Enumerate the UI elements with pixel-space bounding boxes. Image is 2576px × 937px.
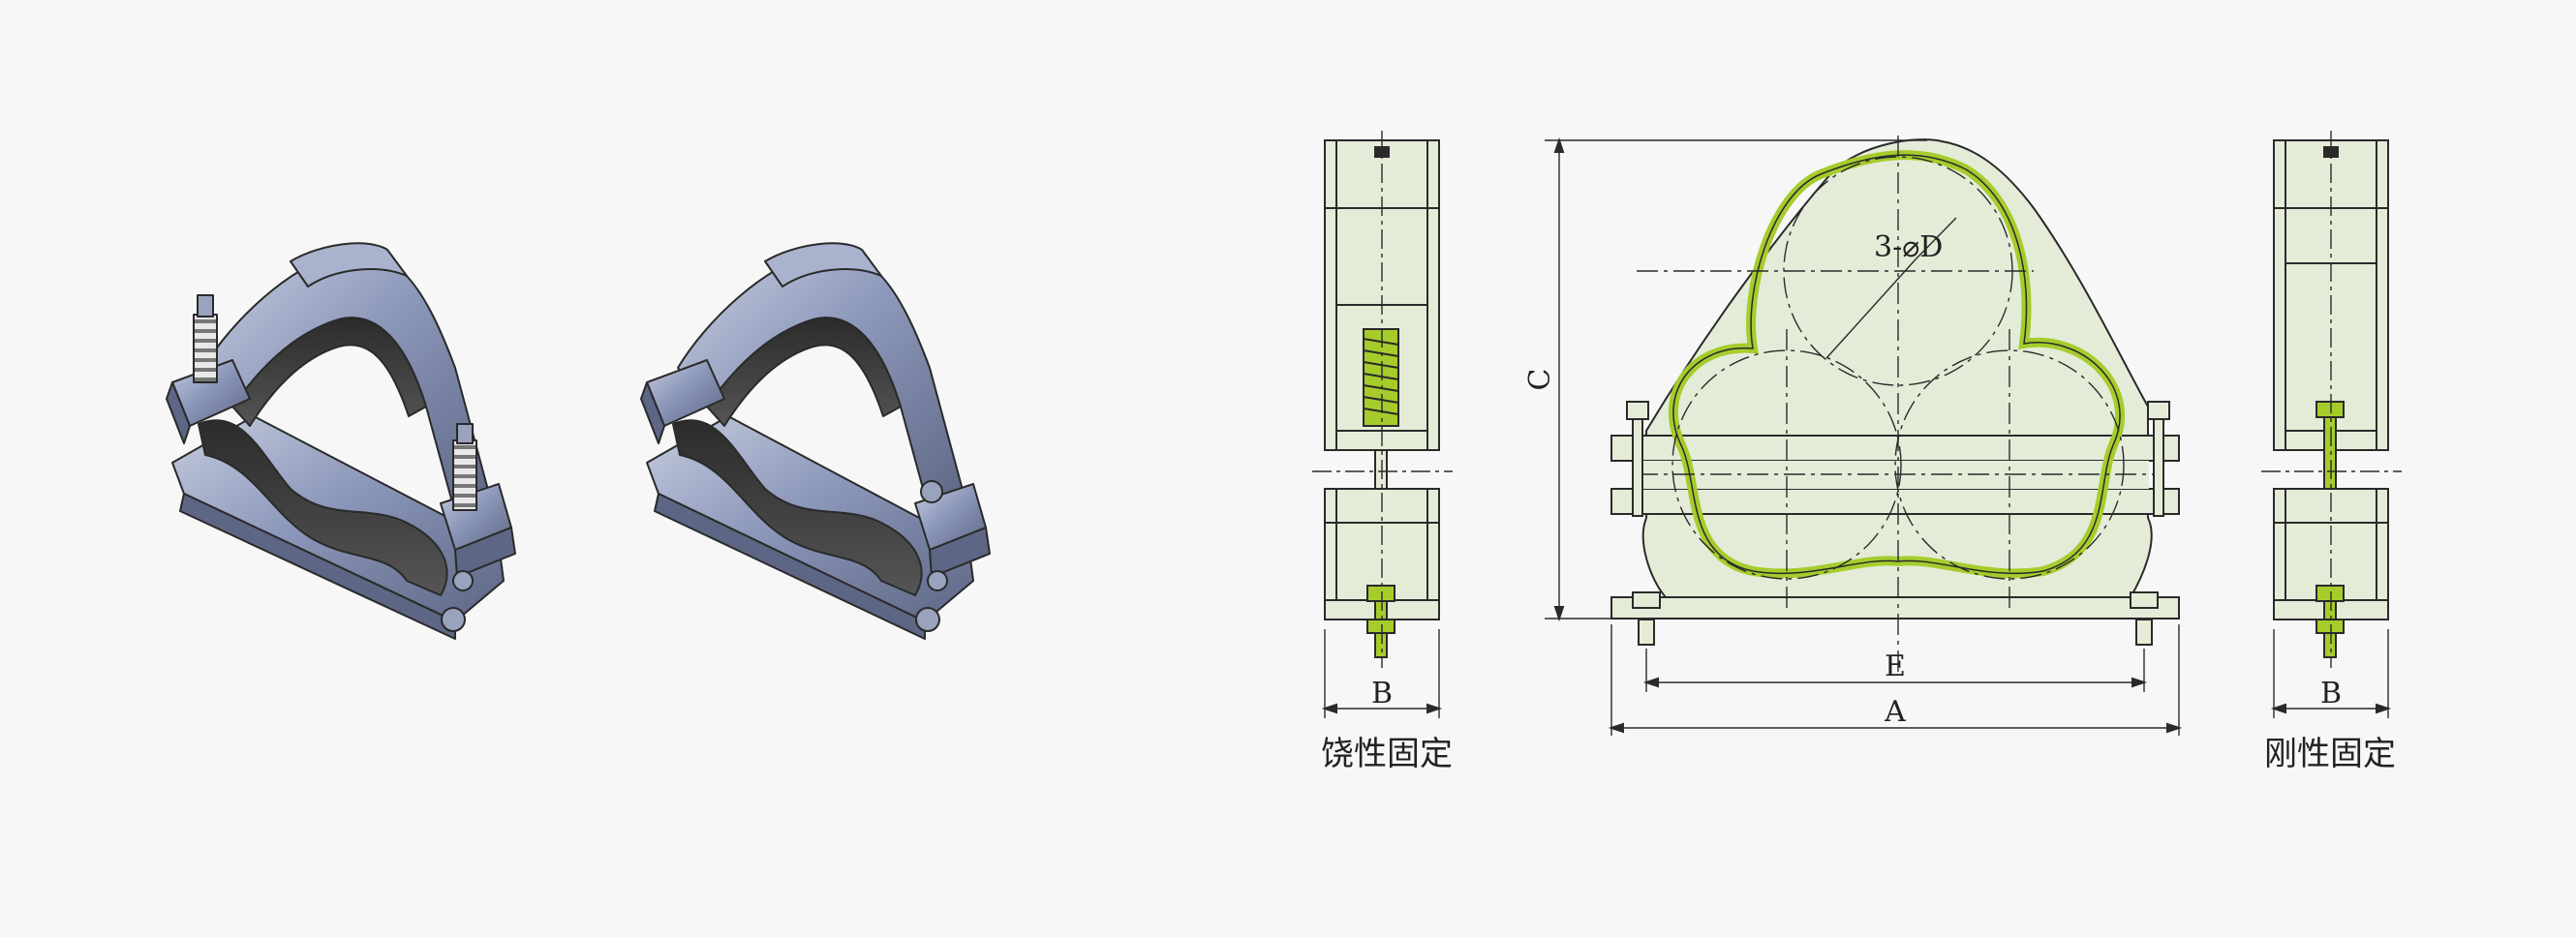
- caption-flexible: 饶性固定: [1321, 735, 1453, 773]
- front-view: [1545, 136, 2183, 736]
- dim-c: C: [1523, 369, 1557, 391]
- caption-rigid: 刚性固定: [2264, 735, 2396, 773]
- dim-e: E: [1885, 650, 1906, 683]
- dim-a: A: [1884, 695, 1906, 729]
- clamp-3d-rigid: [640, 242, 991, 640]
- dim-b-right: B: [2320, 677, 2342, 710]
- side-view-flexible: [1312, 131, 1453, 718]
- hole-callout: 3-⌀D: [1874, 230, 1943, 264]
- clamp-3d-flexible: [166, 242, 516, 640]
- side-view-rigid: [2261, 131, 2402, 718]
- dim-b-left: B: [1371, 677, 1393, 710]
